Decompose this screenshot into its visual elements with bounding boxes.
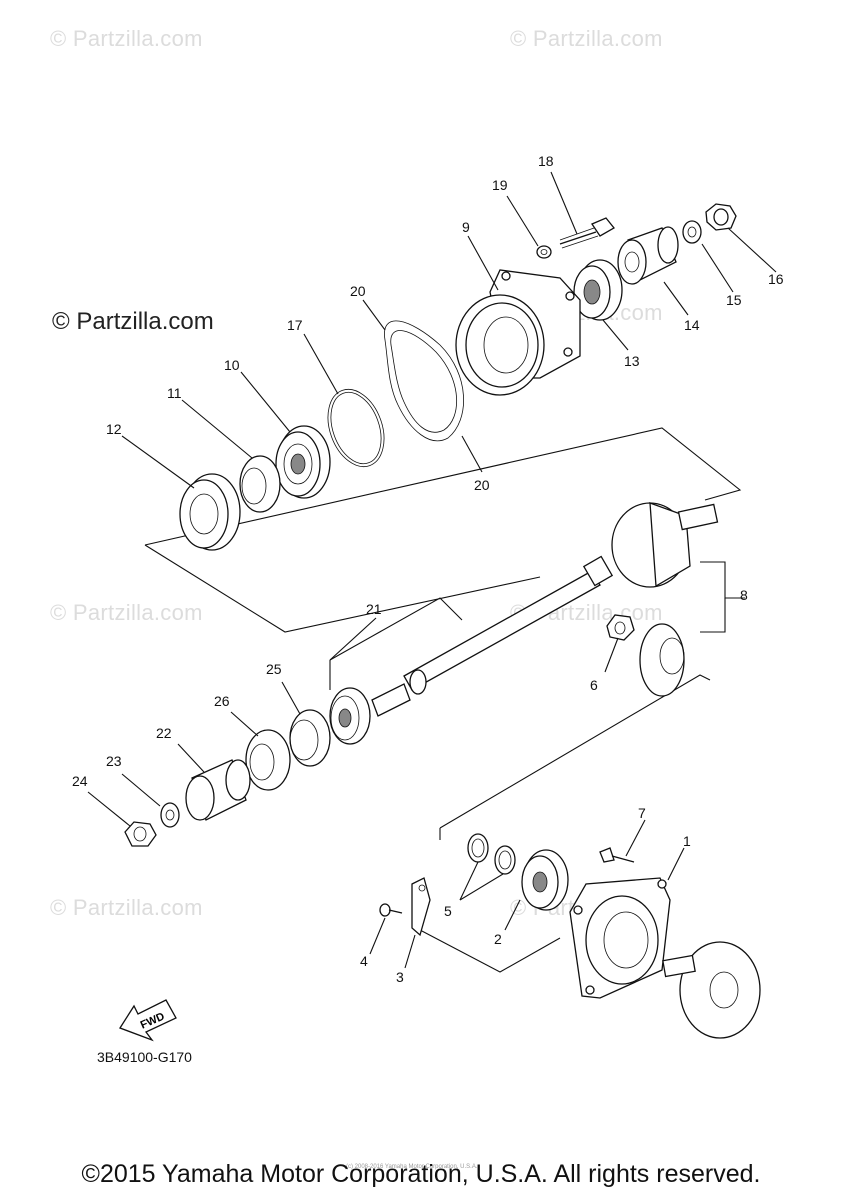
part-23-washer: [160, 802, 180, 828]
callout-17: 17: [287, 317, 303, 333]
part-6-nut: [606, 614, 635, 641]
callout-16: 16: [768, 271, 784, 287]
part-21-shaft: [371, 555, 614, 717]
part-7-bolt: [599, 847, 635, 863]
part-22-coupling: [185, 759, 251, 821]
callout-11: 11: [167, 385, 182, 401]
callout-20-bottom: 20: [474, 477, 490, 493]
part-11-collar: [239, 455, 281, 513]
part-3-plate: [411, 877, 431, 937]
figure-code: 3B49100-G170: [97, 1049, 192, 1065]
watermark: © Partzilla.com: [50, 26, 203, 51]
part-5-shims: [467, 833, 516, 875]
callout-20-top: 20: [350, 283, 366, 299]
part-4-screw: [379, 903, 403, 917]
part-10-bearing: [275, 425, 331, 499]
callout-15: 15: [726, 292, 742, 308]
part-25-bearing: [329, 687, 371, 745]
callout-6: 6: [590, 677, 598, 693]
callout-labels: 1 2 3 4 5 6 7 8 9 10 11 12 13 14 15 16 1…: [72, 153, 784, 985]
callout-5: 5: [444, 903, 452, 919]
callout-9: 9: [462, 219, 470, 235]
callout-22: 22: [156, 725, 172, 741]
part-16-nut: [705, 203, 737, 231]
part-24-nut: [124, 821, 157, 847]
part-14-coupling: [617, 226, 679, 285]
callout-19: 19: [492, 177, 508, 193]
callout-21: 21: [366, 601, 382, 617]
callout-23: 23: [106, 753, 122, 769]
callout-13: 13: [624, 353, 640, 369]
assembly-lines: [144, 427, 745, 973]
callout-2: 2: [494, 931, 502, 947]
part-13-bearing: [573, 259, 623, 321]
callout-24: 24: [72, 773, 88, 789]
part-19-washer: [536, 245, 552, 259]
drive-gear: [662, 941, 761, 1039]
part-12-bearing: [179, 473, 241, 551]
callout-25: 25: [266, 661, 282, 677]
callout-3: 3: [396, 969, 404, 985]
part-26-oil-seal: [245, 729, 291, 791]
part-1-housing: [569, 877, 671, 999]
part-18-bolt: [559, 217, 615, 249]
fwd-arrow-icon: FWD: [119, 999, 177, 1042]
part-26-ring: [289, 709, 331, 767]
part-8-gear-set: [611, 502, 719, 697]
part-20-gasket: [384, 320, 465, 442]
callout-1: 1: [683, 833, 691, 849]
callout-12: 12: [106, 421, 122, 437]
part-2-bearing: [521, 849, 569, 911]
callout-4: 4: [360, 953, 368, 969]
callout-10: 10: [224, 357, 240, 373]
tiny-credit: (c) 2008-2016 Yamaha Motor Corporation, …: [346, 1164, 478, 1170]
watermark: © Partzilla.com: [50, 895, 203, 920]
part-15-washer: [682, 220, 702, 244]
watermark: © Partzilla.com: [50, 600, 203, 625]
leader-lines: [87, 171, 777, 969]
copyright-notice: ©2015 Yamaha Motor Corporation, U.S.A. A…: [81, 1160, 761, 1188]
callout-26: 26: [214, 693, 230, 709]
callout-8: 8: [740, 587, 748, 603]
watermark-dark: © Partzilla.com: [52, 308, 214, 335]
callout-7: 7: [638, 805, 646, 821]
watermark: © Partzilla.com: [510, 26, 663, 51]
part-17-o-ring: [327, 388, 385, 468]
part-9-housing: [455, 269, 581, 396]
callout-14: 14: [684, 317, 700, 333]
callout-18: 18: [538, 153, 554, 169]
